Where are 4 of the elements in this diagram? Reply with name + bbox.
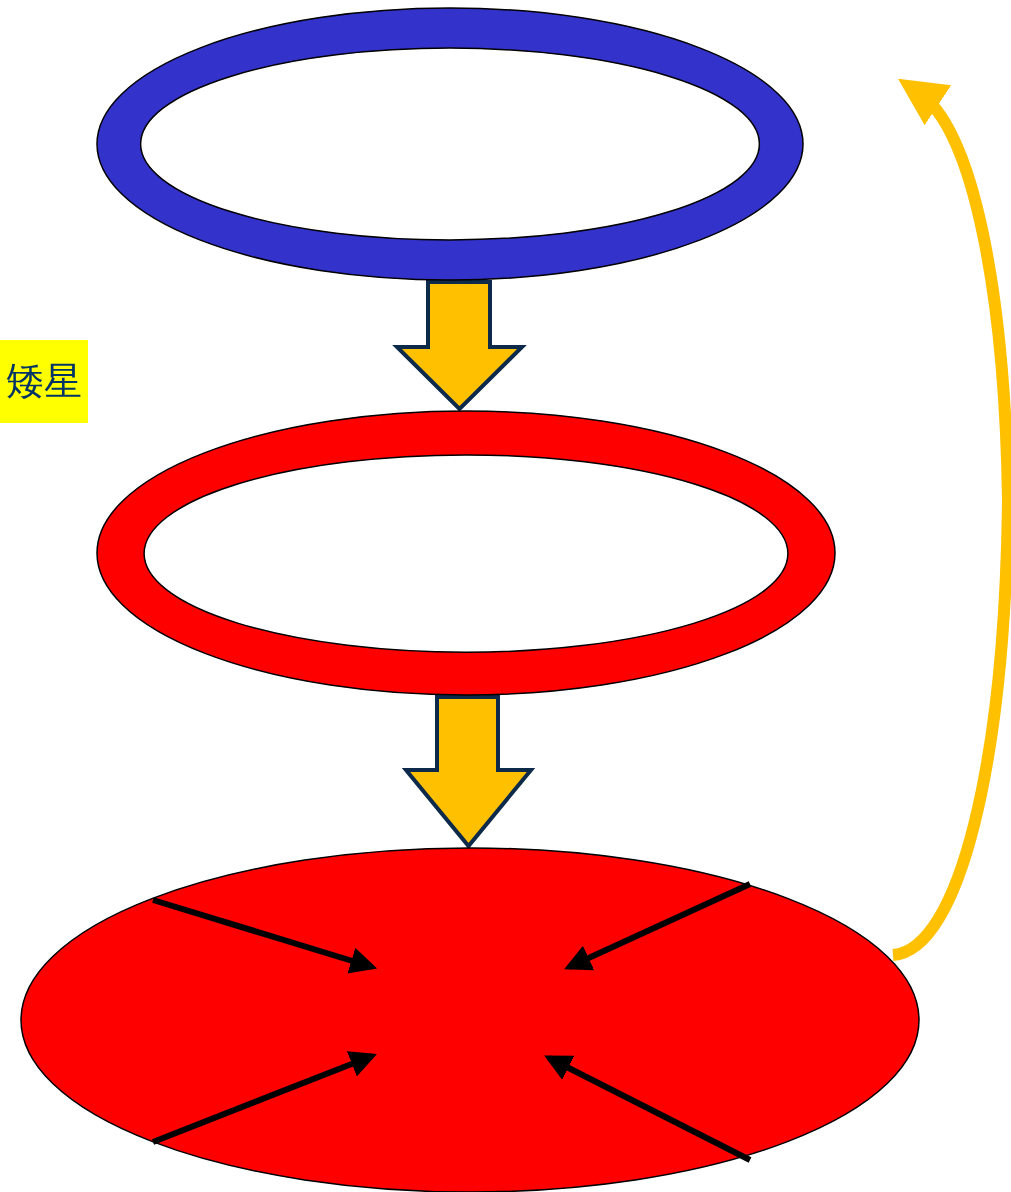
arrow — [401, 695, 536, 850]
arrow — [891, 76, 1011, 961]
arrow — [392, 280, 527, 412]
label-box: 矮星 — [0, 340, 88, 423]
